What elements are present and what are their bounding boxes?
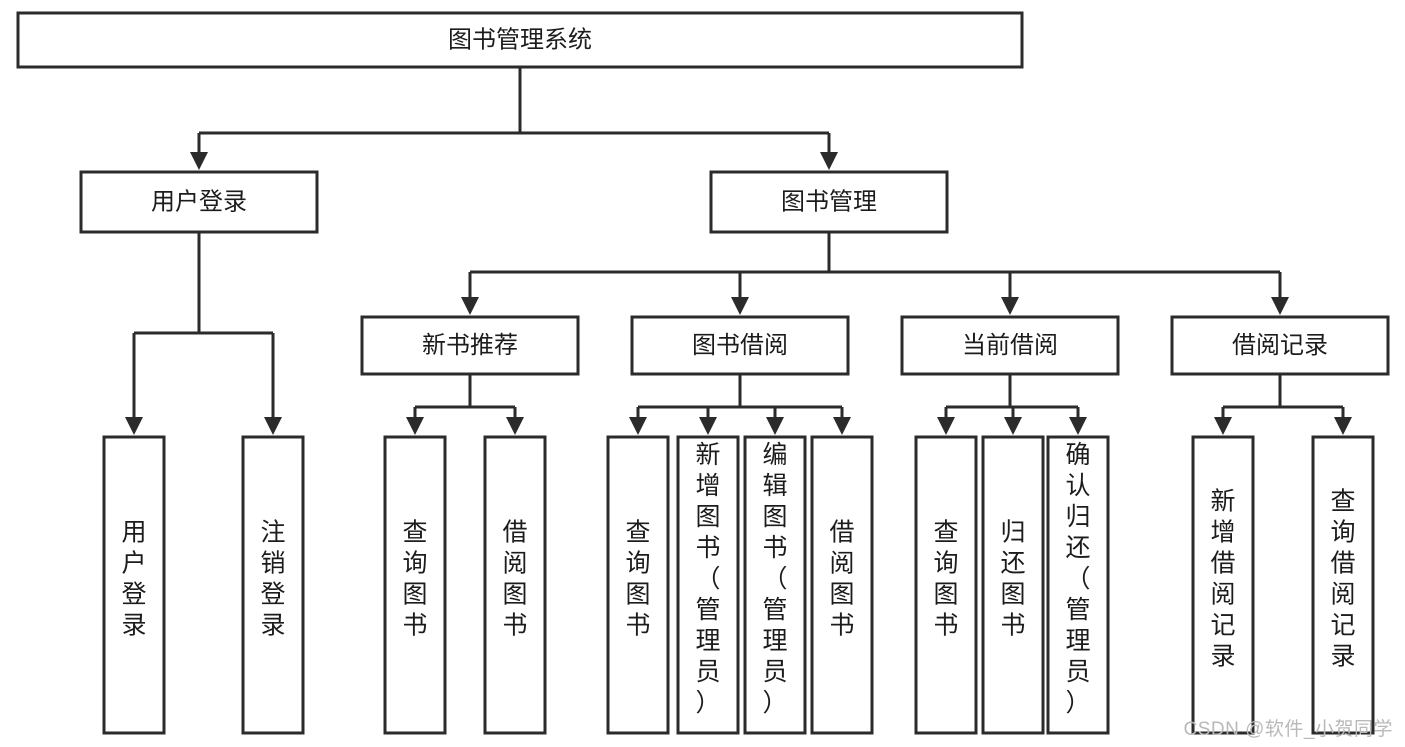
- arrow-head-icon: [1271, 297, 1289, 315]
- arrow-head-icon: [190, 152, 208, 170]
- node-label: 查询图书: [625, 519, 650, 640]
- arrow-head-icon: [766, 417, 784, 435]
- arrow-head-icon: [1334, 417, 1352, 435]
- node-root[interactable]: 图书管理系统: [16, 11, 1024, 69]
- node-label: 查询借阅记录: [1330, 488, 1355, 671]
- node-book-manage[interactable]: 图书管理: [709, 170, 949, 234]
- node-label: 确认归还（管理员）: [1065, 441, 1090, 717]
- node-label: 新增图书（管理员）: [695, 441, 720, 717]
- node-label: 图书借阅: [692, 332, 788, 359]
- node-leaf-add-book-admin[interactable]: 新增图书（管理员）: [676, 435, 740, 735]
- node-box[interactable]: [676, 435, 740, 735]
- arrow-head-icon: [629, 417, 647, 435]
- node-label: 注销登录: [260, 519, 285, 640]
- node-box[interactable]: [1046, 435, 1110, 735]
- arrow-head-icon: [1069, 417, 1087, 435]
- arrow-head-icon: [1001, 297, 1019, 315]
- node-label: 新书推荐: [422, 332, 518, 359]
- node-box[interactable]: [1170, 315, 1390, 376]
- node-box[interactable]: [630, 315, 850, 376]
- arrow-head-icon: [264, 417, 282, 435]
- node-box[interactable]: [900, 315, 1120, 376]
- arrow-head-icon: [1214, 417, 1232, 435]
- node-label: 图书管理: [781, 188, 877, 215]
- node-layer: 图书管理系统用户登录图书管理新书推荐图书借阅当前借阅借阅记录用户登录注销登录查询…: [16, 11, 1390, 735]
- node-box[interactable]: [1191, 435, 1255, 735]
- arrow-head-icon: [699, 417, 717, 435]
- node-label: 借阅图书: [829, 519, 854, 640]
- arrow-head-icon: [125, 417, 143, 435]
- node-label: 查询图书: [402, 519, 427, 640]
- node-leaf-query-book-current[interactable]: 查询图书: [914, 435, 978, 735]
- connector-layer: [125, 67, 1352, 435]
- arrow-head-icon: [506, 417, 524, 435]
- node-new-book-rec[interactable]: 新书推荐: [360, 315, 580, 376]
- arrow-head-icon: [820, 152, 838, 170]
- node-leaf-confirm-return-admin[interactable]: 确认归还（管理员）: [1046, 435, 1110, 735]
- node-leaf-query-book-rec[interactable]: 查询图书: [383, 435, 447, 735]
- node-box[interactable]: [606, 435, 670, 735]
- node-leaf-borrow-book[interactable]: 借阅图书: [810, 435, 874, 735]
- node-label: 编辑图书（管理员）: [762, 441, 787, 717]
- node-box[interactable]: [1311, 435, 1375, 735]
- node-box[interactable]: [79, 170, 319, 234]
- node-box[interactable]: [102, 435, 166, 735]
- node-box[interactable]: [483, 435, 547, 735]
- node-leaf-borrow-book-rec[interactable]: 借阅图书: [483, 435, 547, 735]
- node-label: 当前借阅: [962, 332, 1058, 359]
- node-label: 用户登录: [121, 519, 146, 640]
- arrow-head-icon: [406, 417, 424, 435]
- node-label: 新增借阅记录: [1210, 488, 1235, 671]
- node-book-borrow[interactable]: 图书借阅: [630, 315, 850, 376]
- node-leaf-query-book-borrow[interactable]: 查询图书: [606, 435, 670, 735]
- node-leaf-edit-book-admin[interactable]: 编辑图书（管理员）: [743, 435, 807, 735]
- arrow-head-icon: [731, 297, 749, 315]
- node-leaf-query-borrow-record[interactable]: 查询借阅记录: [1311, 435, 1375, 735]
- node-leaf-user-login[interactable]: 用户登录: [102, 435, 166, 735]
- node-label: 借阅图书: [502, 519, 527, 640]
- node-leaf-user-logout[interactable]: 注销登录: [241, 435, 305, 735]
- node-label: 图书管理系统: [448, 26, 592, 53]
- node-box[interactable]: [360, 315, 580, 376]
- arrow-head-icon: [833, 417, 851, 435]
- node-label: 归还图书: [1000, 519, 1025, 640]
- node-box[interactable]: [709, 170, 949, 234]
- node-box[interactable]: [981, 435, 1045, 735]
- node-label: 借阅记录: [1232, 332, 1328, 359]
- node-box[interactable]: [914, 435, 978, 735]
- node-label: 查询图书: [933, 519, 958, 640]
- node-box[interactable]: [383, 435, 447, 735]
- node-box[interactable]: [16, 11, 1024, 69]
- node-leaf-add-borrow-record[interactable]: 新增借阅记录: [1191, 435, 1255, 735]
- node-box[interactable]: [241, 435, 305, 735]
- arrow-head-icon: [937, 417, 955, 435]
- node-box[interactable]: [810, 435, 874, 735]
- node-user-login[interactable]: 用户登录: [79, 170, 319, 234]
- arrow-head-icon: [1004, 417, 1022, 435]
- node-borrow-record[interactable]: 借阅记录: [1170, 315, 1390, 376]
- node-box[interactable]: [743, 435, 807, 735]
- node-label: 用户登录: [151, 188, 247, 215]
- arrow-head-icon: [461, 297, 479, 315]
- node-current-borrow[interactable]: 当前借阅: [900, 315, 1120, 376]
- node-leaf-return-book[interactable]: 归还图书: [981, 435, 1045, 735]
